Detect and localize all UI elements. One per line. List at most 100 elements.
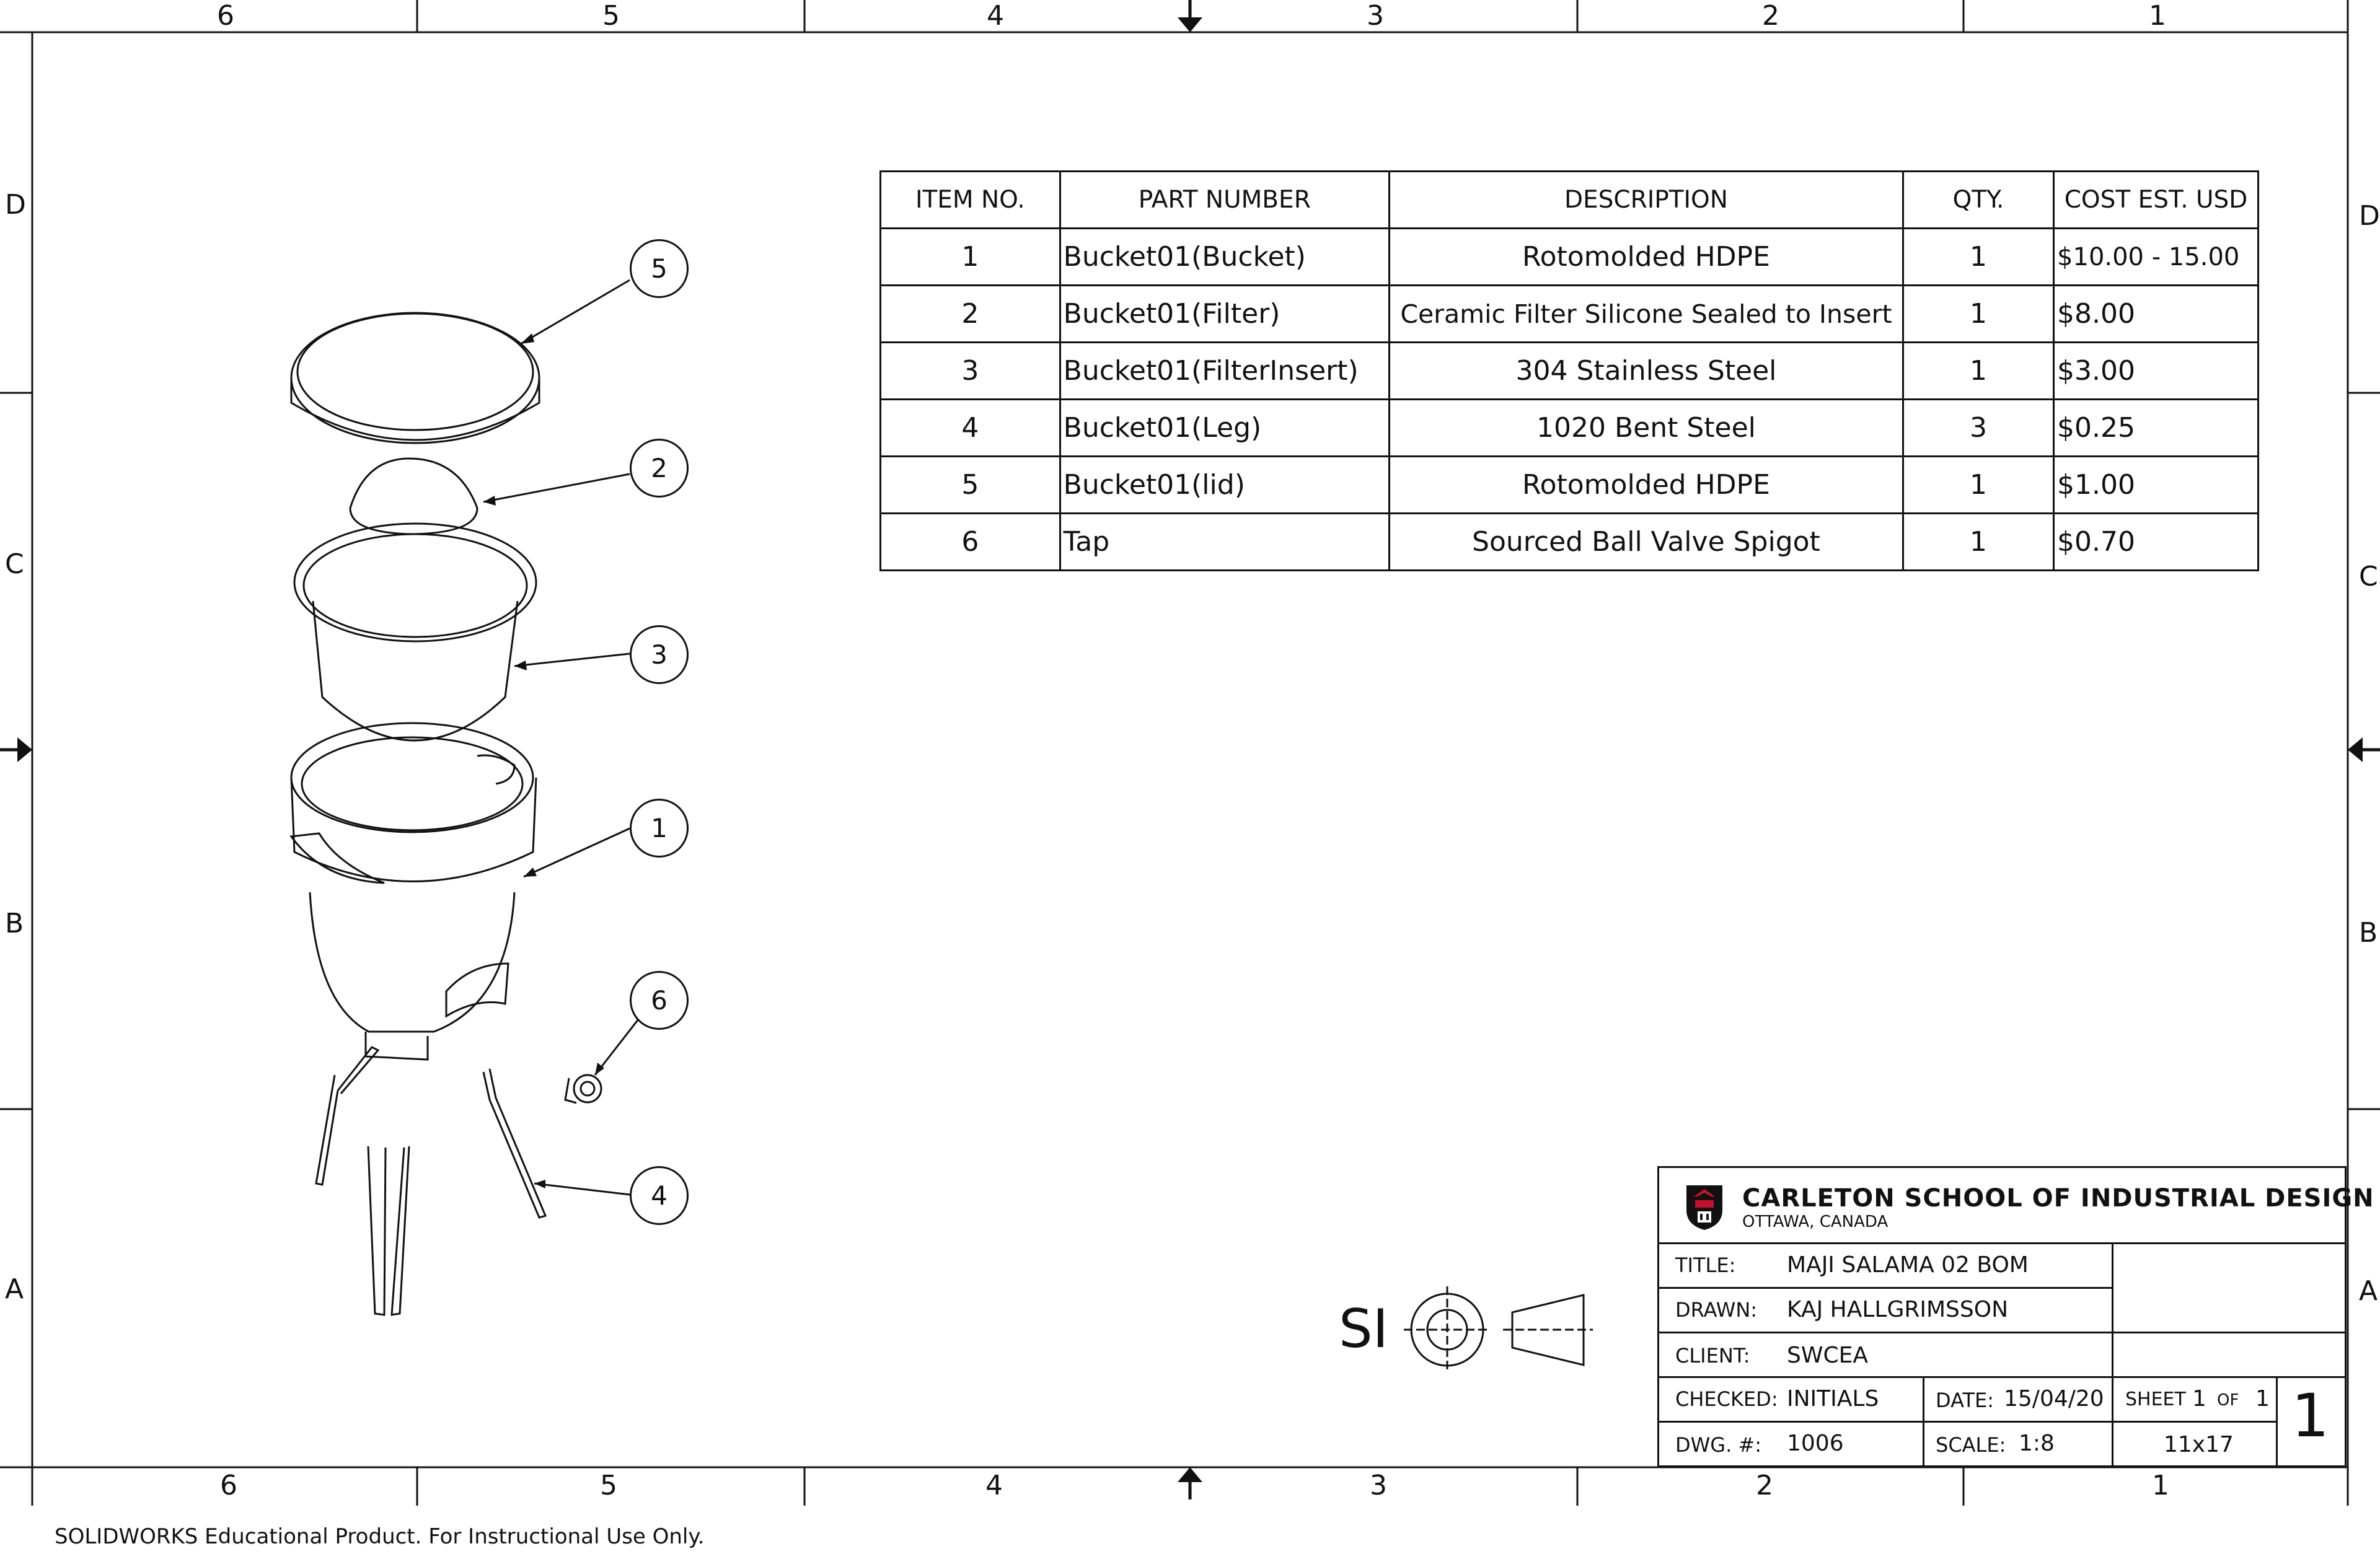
bom-description: Sourced Ball Valve Spigot [1388,512,1904,571]
checked-by: INITIALS [1787,1386,1879,1411]
of-label: OF [2217,1391,2239,1410]
zone-col-2-top: 2 [1762,0,1779,32]
dwg-number-label: DWG. #: [1675,1433,1762,1457]
zone-col-6-bottom: 6 [220,1470,237,1501]
projection-symbol-icon [1404,1286,1593,1373]
zone-col-3-top: 3 [1367,0,1384,32]
revision-number: 1 [2291,1381,2330,1451]
bom-qty: 1 [1902,341,2055,400]
bom-part: Bucket01(lid) [1059,455,1390,514]
dwg-number: 1006 [1787,1431,1844,1456]
zone-col-4-top: 4 [987,0,1004,32]
scale-label: SCALE: [1936,1433,2006,1457]
drawn-by: KAJ HALLGRIMSSON [1787,1297,2009,1322]
sheet-number: 1 [2192,1386,2206,1411]
bom-description: Ceramic Filter Silicone Sealed to Insert [1388,284,1904,343]
zone-row-a-left: A [5,1273,24,1305]
bom-cost: $8.00 [2053,284,2259,343]
table-row: 6 Tap Sourced Ball Valve Spigot 1 $0.70 [879,512,2259,571]
balloon-item-6: 6 [630,971,689,1030]
leg-parts [315,1046,547,1316]
table-row: 3 Bucket01(FilterInsert) 304 Stainless S… [879,341,2259,400]
table-row: 2 Bucket01(Filter) Ceramic Filter Silico… [879,284,2259,343]
drawing-date: 15/04/20 [2004,1386,2104,1411]
bom-item: 2 [879,284,1061,343]
zone-row-a-right: A [2359,1275,2378,1307]
zone-row-b-left: B [5,908,24,939]
bom-header-part: PART NUMBER [1059,170,1390,229]
balloon-item-2: 2 [630,439,689,498]
bom-description: 304 Stainless Steel [1388,341,1904,400]
zone-row-d-right: D [2359,200,2380,232]
zone-row-b-right: B [2359,917,2378,949]
bom-header-description: DESCRIPTION [1388,170,1904,229]
client-name: SWCEA [1787,1343,1868,1368]
bom-part: Bucket01(Leg) [1059,398,1390,457]
bom-header-item: ITEM NO. [879,170,1061,229]
zone-col-3-bottom: 3 [1370,1470,1387,1501]
zone-row-c-right: C [2359,561,2378,592]
drawing-scale: 1:8 [2019,1431,2055,1456]
bom-cost: $0.70 [2053,512,2259,571]
bom-table: ITEM NO. PART NUMBER DESCRIPTION QTY. CO… [879,170,2259,571]
bom-item: 6 [879,512,1061,571]
zone-row-c-left: C [5,548,24,580]
solidworks-educational-notice: SOLIDWORKS Educational Product. For Inst… [55,1524,705,1549]
zone-col-4-bottom: 4 [985,1470,1003,1501]
bom-qty: 1 [1902,455,2055,514]
leader-lines [483,279,640,1196]
balloon-item-1: 1 [630,799,689,858]
drawn-label: DRAWN: [1675,1298,1758,1322]
lid-part [290,312,540,444]
title-label: TITLE: [1675,1253,1736,1277]
bom-description: Rotomolded HDPE [1388,227,1904,286]
unit-system-label: SI [1339,1298,1388,1360]
bom-item: 3 [879,341,1061,400]
date-label: DATE: [1936,1389,1994,1412]
bom-part: Bucket01(Filter) [1059,284,1390,343]
school-location: OTTAWA, CANADA [1742,1213,1889,1231]
tap-part [564,1074,602,1104]
bom-part: Bucket01(Bucket) [1059,227,1390,286]
paper-size: 11x17 [2164,1432,2234,1457]
table-row: 1 Bucket01(Bucket) Rotomolded HDPE 1 $10… [879,227,2259,286]
zone-col-5-top: 5 [602,0,620,32]
title-block: CARLETON SCHOOL OF INDUSTRIAL DESIGN OTT… [1657,1166,2374,1467]
carleton-logo-icon [1686,1185,1722,1230]
bom-part: Tap [1059,512,1390,571]
bom-cost: $1.00 [2053,455,2259,514]
balloon-item-4: 4 [630,1166,689,1225]
drawing-title: MAJI SALAMA 02 BOM [1787,1252,2029,1278]
bom-part: Bucket01(FilterInsert) [1059,341,1390,400]
bom-qty: 1 [1902,227,2055,286]
bom-description: Rotomolded HDPE [1388,455,1904,514]
bom-qty: 3 [1902,398,2055,457]
bom-item: 4 [879,398,1061,457]
school-name: CARLETON SCHOOL OF INDUSTRIAL DESIGN [1742,1184,2374,1213]
zone-col-5-bottom: 5 [600,1470,617,1501]
bom-cost: $10.00 - 15.00 [2053,227,2259,286]
bom-cost: $3.00 [2053,341,2259,400]
sheet-total: 1 [2255,1386,2270,1411]
client-label: CLIENT: [1675,1344,1750,1367]
bom-header-row: ITEM NO. PART NUMBER DESCRIPTION QTY. CO… [879,170,2259,229]
zone-col-2-bottom: 2 [1756,1470,1773,1501]
zone-col-6-top: 6 [217,0,234,32]
table-row: 4 Bucket01(Leg) 1020 Bent Steel 3 $0.25 [879,398,2259,457]
bom-header-cost: COST EST. USD [2053,170,2259,229]
balloon-item-5: 5 [630,239,689,298]
filter-part [349,457,478,535]
zone-col-1-top: 1 [2149,0,2166,32]
bom-description: 1020 Bent Steel [1388,398,1904,457]
bom-cost: $0.25 [2053,398,2259,457]
checked-label: CHECKED: [1675,1387,1778,1411]
bom-item: 1 [879,227,1061,286]
table-row: 5 Bucket01(lid) Rotomolded HDPE 1 $1.00 [879,455,2259,514]
bom-qty: 1 [1902,512,2055,571]
bucket-part [289,722,537,1061]
zone-row-d-left: D [5,189,26,221]
bom-qty: 1 [1902,284,2055,343]
zone-col-1-bottom: 1 [2152,1470,2169,1501]
sheet-label: SHEET [2125,1389,2186,1410]
